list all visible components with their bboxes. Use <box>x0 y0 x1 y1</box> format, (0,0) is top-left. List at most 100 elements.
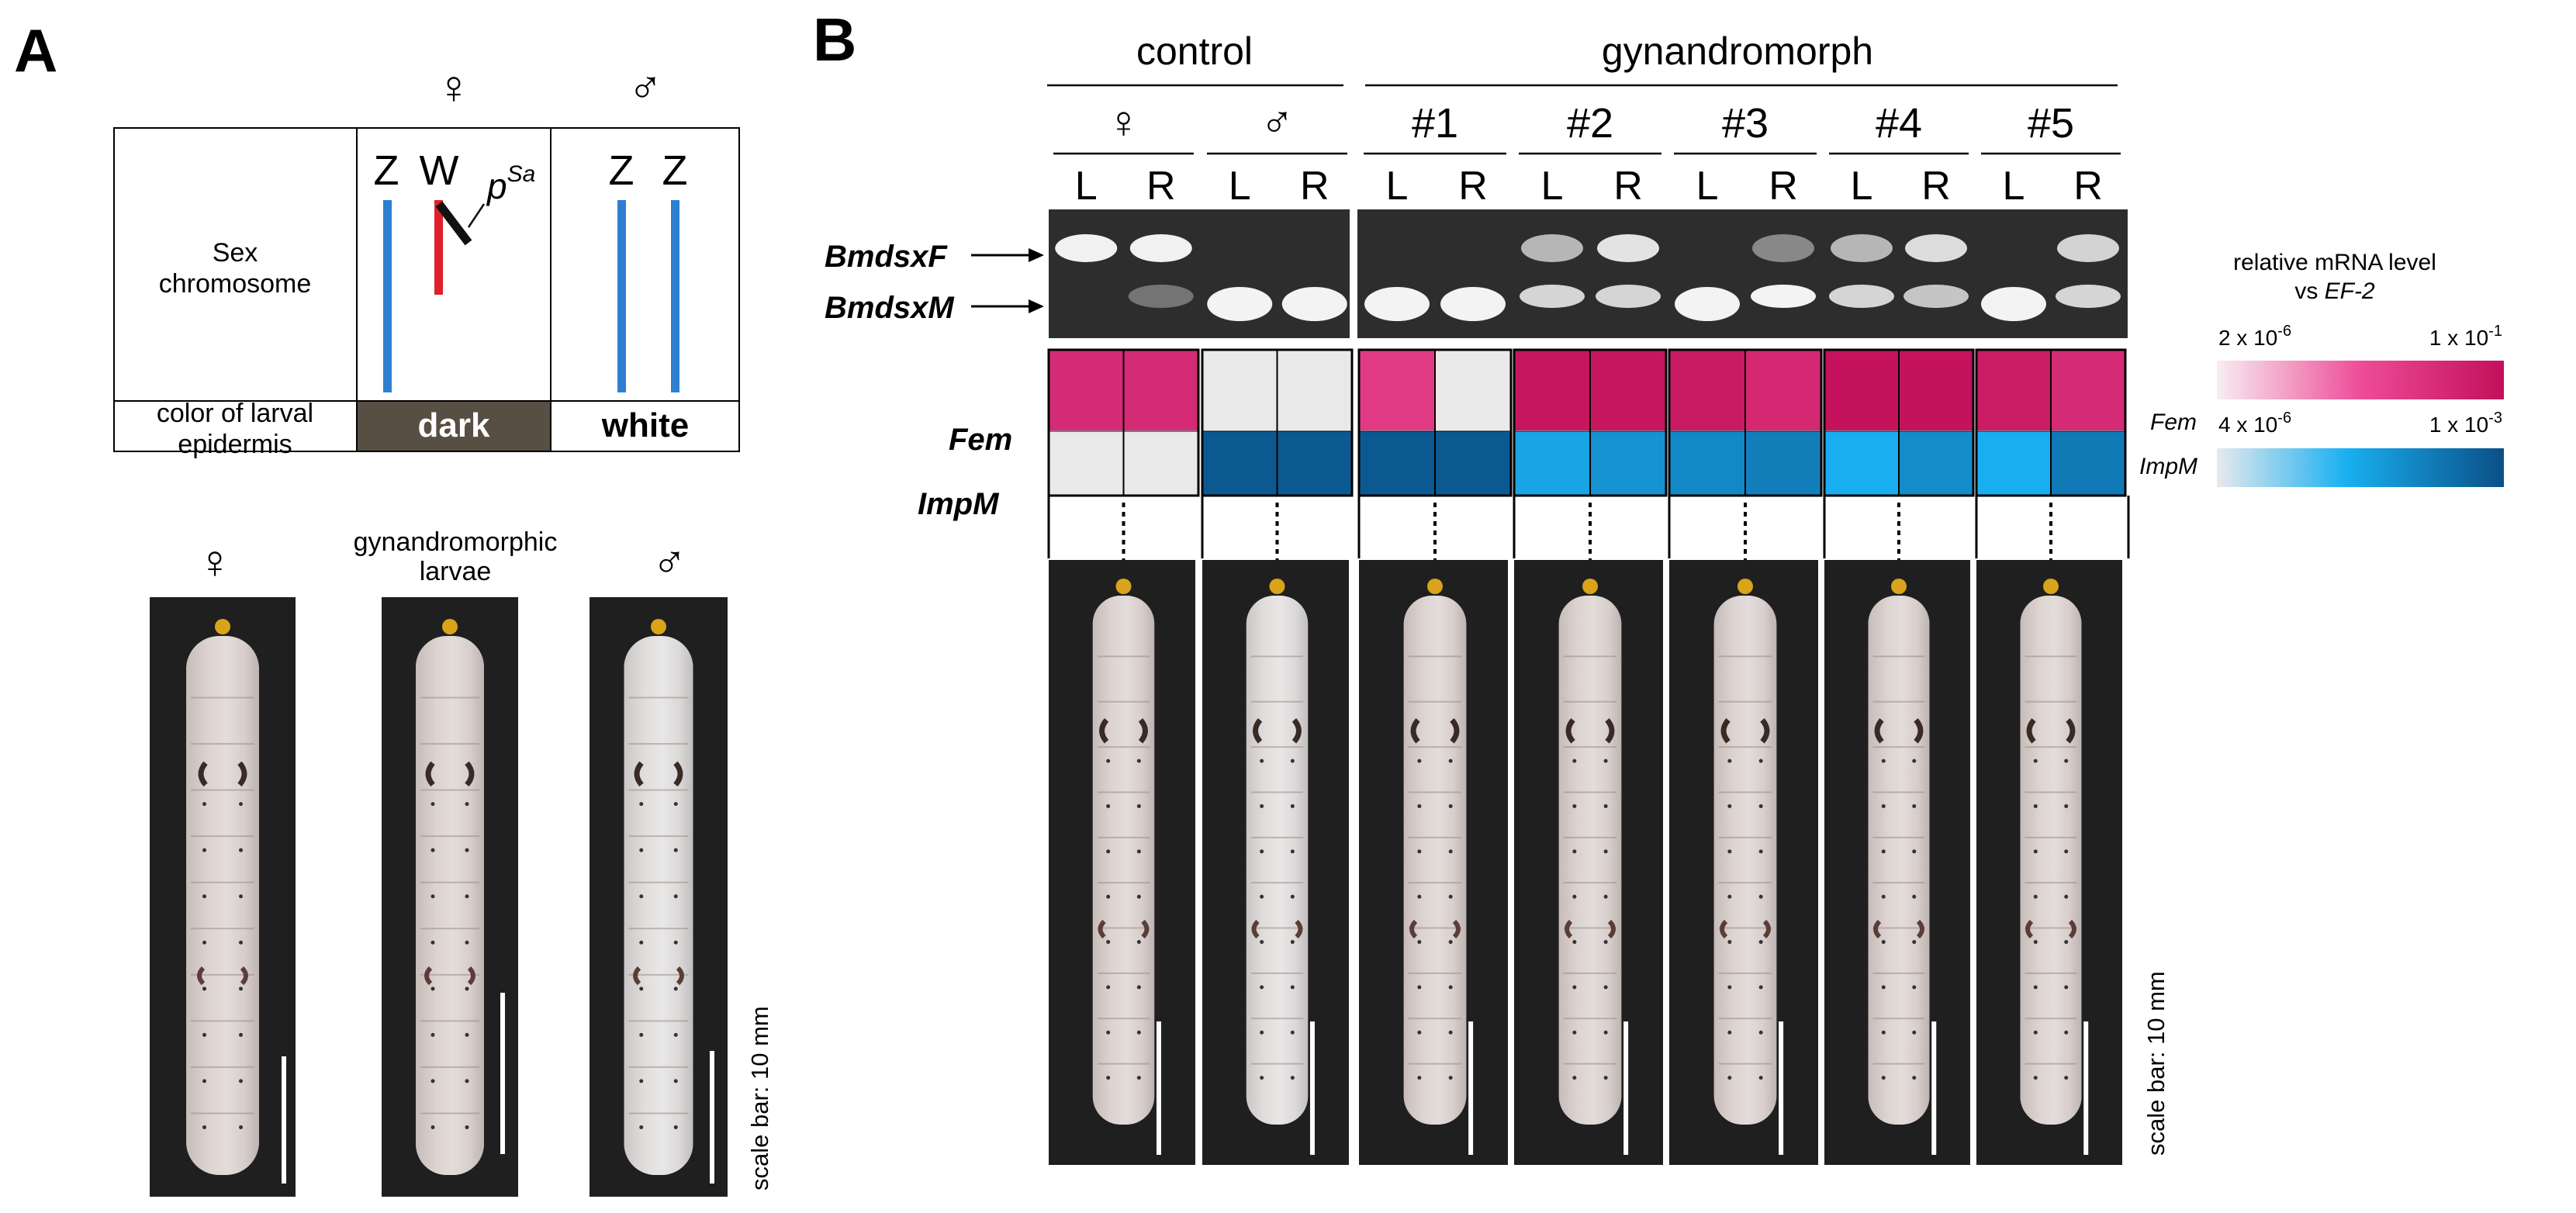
larva-spiracle <box>673 1079 678 1083</box>
larva-spiracle <box>1727 894 1732 899</box>
larva-spiracle <box>1260 985 1264 990</box>
scale-bar <box>1309 1021 1315 1155</box>
larva-spiracle <box>1448 985 1453 990</box>
side-label: L <box>1386 164 1409 209</box>
gel-band-dsxm <box>1903 285 1969 308</box>
larva-spiracle <box>2064 1076 2069 1080</box>
heat-cell-impm <box>1976 431 2051 496</box>
larva-photo <box>1403 579 1467 1125</box>
larva-spiracle <box>1912 759 1917 763</box>
psa-translocation <box>435 201 472 246</box>
larva-crescent <box>424 966 433 986</box>
scale-bar <box>1931 1021 1937 1155</box>
larva-photo <box>1092 579 1155 1125</box>
side-label: R <box>1921 164 1951 209</box>
scale-bar <box>1623 1021 1629 1155</box>
larva-spiracle <box>2033 1030 2038 1035</box>
larva-spiracle <box>239 1079 243 1083</box>
panel-a-label: A <box>14 16 57 85</box>
larva-crescent <box>1141 919 1150 939</box>
legend-fem-max: 1 x 10-1 <box>2429 323 2502 350</box>
larva-photo <box>2020 579 2082 1125</box>
larva-spiracle <box>1881 759 1886 763</box>
legend-fem-min: 2 x 10-6 <box>2218 323 2291 350</box>
larva-shading <box>1403 596 1467 1125</box>
heat-cell-fem <box>1976 350 2051 430</box>
larva-spiracle <box>430 987 435 991</box>
larva-eyespot <box>1874 718 1884 744</box>
larva-eyespot <box>1099 718 1109 744</box>
larva-shading <box>1558 596 1622 1125</box>
larva-spiracle <box>2033 759 2038 763</box>
larva-spiracle <box>673 894 678 899</box>
legend-impm-gradient <box>2217 448 2504 487</box>
larva-crescent <box>1098 919 1106 939</box>
gel-band-dsxf <box>1752 234 1814 262</box>
table-header-male: ♂ <box>628 61 663 113</box>
larva-spiracle <box>1260 849 1264 854</box>
larva-spiracle <box>639 894 644 899</box>
larva-spiracle <box>1417 894 1422 899</box>
scale-bar <box>1779 1021 1784 1155</box>
scale-bar <box>1156 1021 1161 1155</box>
larva-photo <box>1558 579 1622 1125</box>
larva-spiracle <box>1290 759 1295 763</box>
male-chrom-label-1: Z <box>609 147 634 194</box>
side-label: L <box>1229 164 1251 209</box>
larva-eyespot <box>1914 718 1924 744</box>
heat-cell-impm <box>2051 431 2125 496</box>
larva-spiracle <box>1106 985 1111 990</box>
larva-spiracle <box>1572 1030 1577 1035</box>
larva-spiracle <box>673 848 678 852</box>
legend-label-fem: Fem <box>2150 410 2197 435</box>
psa-marker-label: pSa <box>486 161 535 206</box>
larva-spiracle <box>1290 1076 1295 1080</box>
legend-impm-min: 4 x 10-6 <box>2218 410 2291 437</box>
larva-spiracle <box>1417 849 1422 854</box>
larva-shading <box>1092 596 1155 1125</box>
gel-band-dsxm <box>2056 285 2121 308</box>
larva-spiracle <box>1881 803 1886 808</box>
larva-spiracle <box>1727 803 1732 808</box>
white-epidermis-label: white <box>601 406 689 444</box>
larva-spiracle <box>1136 803 1141 808</box>
larva-crescent <box>1295 919 1303 939</box>
individual-label: ♀ <box>1107 97 1141 147</box>
larva-spiracle <box>1758 1030 1763 1035</box>
larva-pin-head <box>1427 579 1443 594</box>
larva-spiracle <box>1758 940 1763 945</box>
heat-cell-impm <box>1824 431 1899 496</box>
larva-spiracle <box>1572 759 1577 763</box>
gel-band-dsxm <box>1364 287 1430 321</box>
larva-spiracle <box>2064 803 2069 808</box>
larva-spiracle <box>2064 985 2069 990</box>
larva-spiracle <box>2064 1030 2069 1035</box>
expression-legend: relative mRNA level vs EF-2 2 x 10-6 1 x… <box>2139 250 2504 487</box>
larva-spiracle <box>239 802 243 807</box>
heat-row-label-impm: ImpM <box>918 487 1000 521</box>
larva-spiracle <box>202 848 206 852</box>
larva-crescent <box>1873 919 1882 939</box>
larva-spiracle <box>1572 985 1577 990</box>
larva-label-male: ♂ <box>652 536 687 588</box>
larva-spiracle <box>202 1125 206 1129</box>
larva-spiracle <box>1106 894 1111 899</box>
larva-spiracle <box>1603 849 1608 854</box>
larva-spiracle <box>1136 940 1141 945</box>
larva-spiracle <box>1417 1030 1422 1035</box>
gel-band-dsxf <box>1129 234 1192 262</box>
larva-spiracle <box>1727 940 1732 945</box>
larva-spiracle <box>1290 1030 1295 1035</box>
larva-spiracle <box>1758 894 1763 899</box>
larva-spiracle <box>1758 985 1763 990</box>
larva-spiracle <box>430 1032 435 1037</box>
larva-pin-head <box>1582 579 1598 594</box>
side-label: R <box>1769 164 1798 209</box>
heat-cell-impm <box>1277 431 1352 496</box>
larva-spiracle <box>202 1079 206 1083</box>
larva-label-female: ♀ <box>198 536 233 588</box>
side-label: R <box>1146 164 1176 209</box>
